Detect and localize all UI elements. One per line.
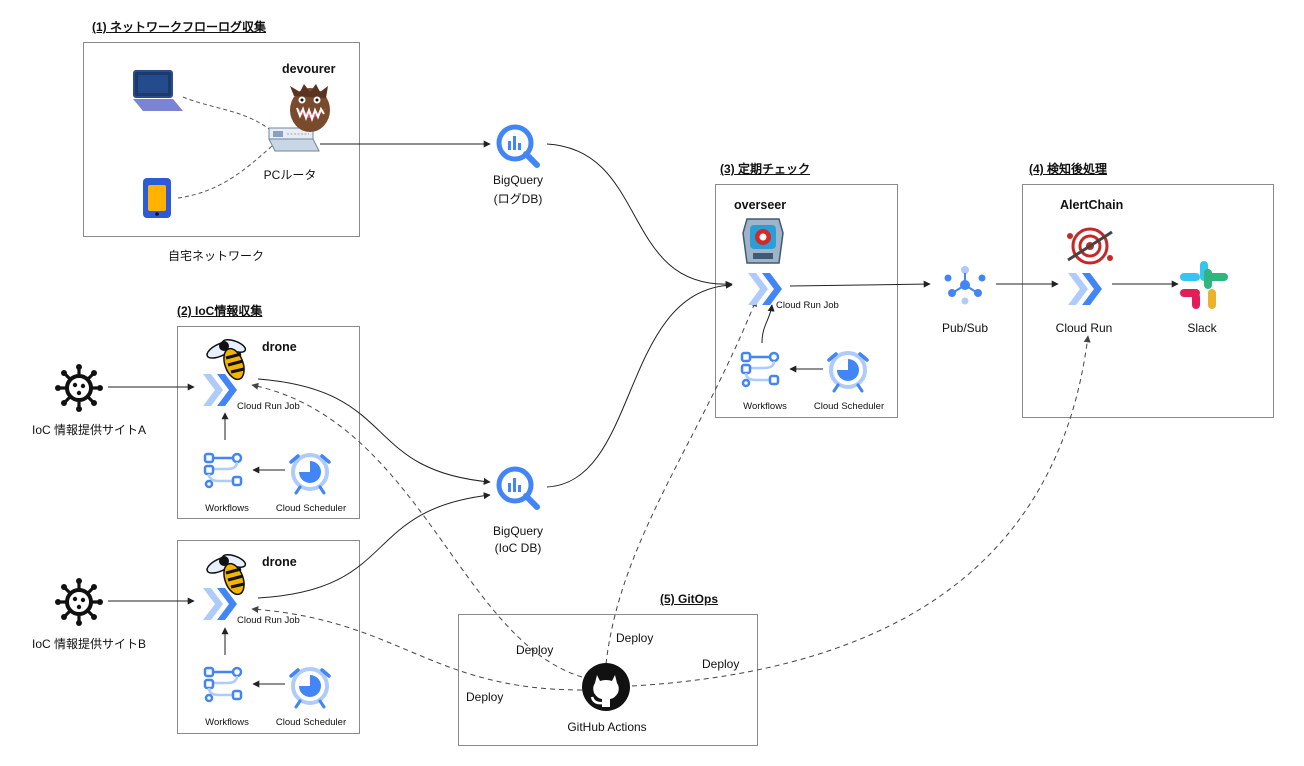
devourer-monster-icon xyxy=(290,84,330,132)
alertchain-cloud-run-icon xyxy=(1068,273,1102,305)
drone-a-cloud-run-icon xyxy=(203,374,237,406)
router-icon xyxy=(268,127,320,152)
deploy-to-drone-b xyxy=(251,605,583,691)
alertchain-target-icon xyxy=(1067,227,1113,265)
drone-a-job-label: Cloud Run Job xyxy=(237,401,300,412)
deploy-label-overseer: Deploy xyxy=(616,631,654,645)
alertchain-name: AlertChain xyxy=(1060,198,1124,212)
deploy-to-alertchain xyxy=(631,335,1091,687)
overseer-workflows-icon xyxy=(740,351,780,388)
section-title-2: (2) IoC情報収集 xyxy=(177,304,263,318)
smartphone-icon xyxy=(143,178,171,218)
phone-router-link xyxy=(177,145,273,199)
drone-a-scheduler-label: Cloud Scheduler xyxy=(275,503,347,514)
section-title-3: (3) 定期チェック xyxy=(720,162,811,176)
bigquery-log-sub: (ログDB) xyxy=(493,192,543,206)
pubsub-label: Pub/Sub xyxy=(941,321,989,335)
drone-a-workflows-label: Workflows xyxy=(205,503,249,514)
section-title-4: (4) 検知後処理 xyxy=(1029,162,1108,176)
drone-a-name: drone xyxy=(262,340,297,354)
drone-b-scheduler-icon xyxy=(289,667,331,709)
router-label: PCルータ xyxy=(263,168,317,182)
drone-b-to-bq-ioc xyxy=(257,492,491,599)
slack-icon xyxy=(1180,261,1228,309)
overseer-scheduler-icon xyxy=(827,351,869,393)
drone-b-workflows-label: Workflows xyxy=(205,717,249,728)
drone-b-workflows-icon xyxy=(203,666,243,703)
overseer-to-pubsub xyxy=(789,280,931,288)
home-network-caption: 自宅ネットワーク xyxy=(167,249,265,263)
deploy-label-drone-b: Deploy xyxy=(466,690,504,704)
overseer-scheduler-label: Cloud Scheduler xyxy=(813,401,885,412)
devourer-label: devourer xyxy=(282,62,336,76)
home-network-box xyxy=(83,42,360,237)
github-actions-label: GitHub Actions xyxy=(567,720,647,734)
section-title-1: (1) ネットワークフローログ収集 xyxy=(92,20,267,34)
alertchain-box xyxy=(1022,184,1274,418)
laptop-router-link xyxy=(182,96,277,136)
deploy-label-alertchain: Deploy xyxy=(702,657,740,671)
pubsub-icon xyxy=(944,266,986,305)
bigquery-ioc-label: BigQuery xyxy=(492,524,544,538)
virus-b-icon xyxy=(53,576,105,628)
github-icon xyxy=(582,663,630,711)
bigquery-ioc-icon xyxy=(499,469,537,507)
bq-log-to-overseer xyxy=(546,143,733,288)
bq-ioc-to-overseer xyxy=(546,281,733,488)
drone-b-cloud-run-icon xyxy=(203,588,237,620)
drone-a-scheduler-icon xyxy=(289,453,331,495)
overseer-job-label: Cloud Run Job xyxy=(776,300,839,311)
drone-a-to-bq-ioc xyxy=(257,378,491,485)
alertchain-service-label: Cloud Run xyxy=(1055,321,1113,335)
deploy-to-overseer xyxy=(605,299,757,665)
drone-b-name: drone xyxy=(262,555,297,569)
overseer-name: overseer xyxy=(734,198,787,212)
site-b-label: IoC 情報提供サイトB xyxy=(31,637,147,651)
bigquery-log-icon xyxy=(499,127,537,165)
deploy-label-drone-a: Deploy xyxy=(516,643,554,657)
slack-label: Slack xyxy=(1187,321,1217,335)
laptop-icon xyxy=(133,70,183,111)
drone-b-scheduler-label: Cloud Scheduler xyxy=(275,717,347,728)
overseer-robot-icon xyxy=(742,218,784,264)
virus-a-icon xyxy=(53,362,105,414)
drone-b-job-label: Cloud Run Job xyxy=(237,615,300,626)
drone-a-workflows-icon xyxy=(203,452,243,489)
site-a-label: IoC 情報提供サイトA xyxy=(31,423,147,437)
bigquery-log-label: BigQuery xyxy=(492,173,544,187)
wf-o-to-job-o xyxy=(761,304,775,344)
overseer-workflows-label: Workflows xyxy=(743,401,787,412)
section-title-5: (5) GitOps xyxy=(660,592,719,606)
bigquery-ioc-sub: (IoC DB) xyxy=(494,541,542,555)
